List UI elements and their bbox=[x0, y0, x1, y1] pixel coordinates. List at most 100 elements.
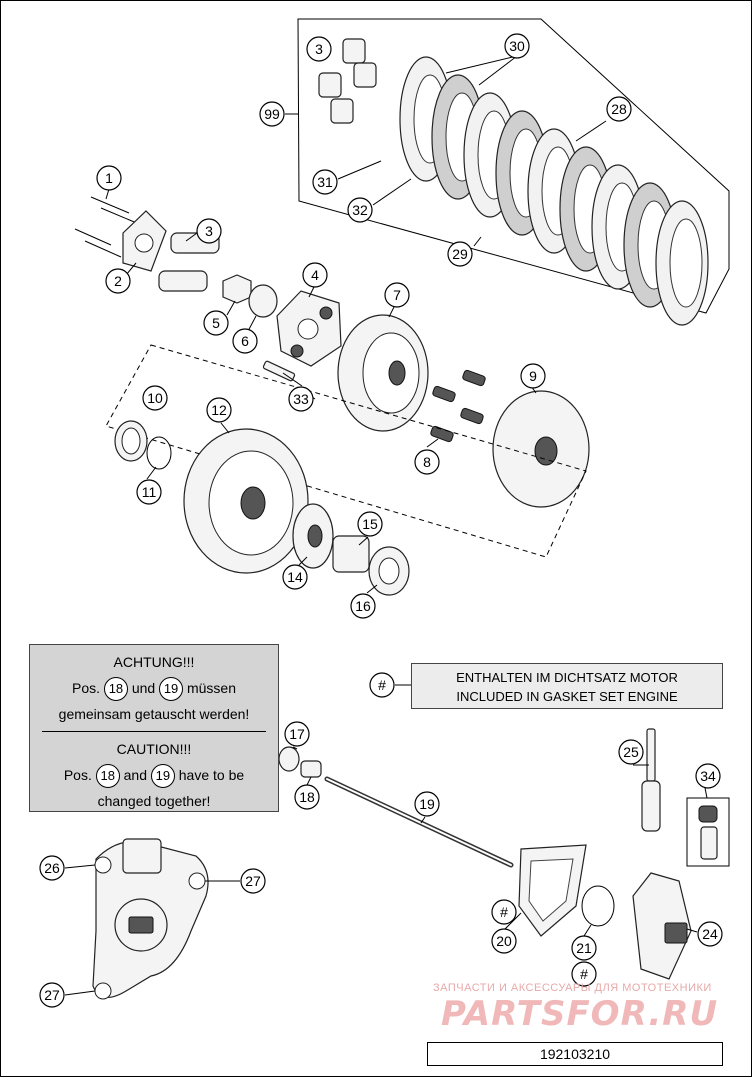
slave-cylinder bbox=[632, 872, 692, 980]
gasket-set-en: INCLUDED IN GASKET SET ENGINE bbox=[456, 689, 678, 704]
seal-ring bbox=[278, 746, 300, 772]
clutch-plate-bore bbox=[669, 218, 703, 308]
svg-text:4: 4 bbox=[311, 267, 319, 283]
callout-12: 12 bbox=[206, 397, 232, 423]
svg-text:14: 14 bbox=[287, 569, 303, 585]
svg-text:16: 16 bbox=[355, 598, 371, 614]
gasket-marker: # bbox=[369, 672, 395, 698]
svg-text:26: 26 bbox=[44, 860, 60, 876]
bolts bbox=[74, 196, 140, 258]
svg-text:15: 15 bbox=[362, 516, 378, 532]
svg-text:10: 10 bbox=[147, 390, 163, 406]
gasket-marker: # bbox=[571, 961, 597, 987]
callout-27: 27 bbox=[240, 868, 266, 894]
damper-springs bbox=[430, 369, 486, 443]
gasket-set-legend: ENTHALTEN IM DICHTSATZ MOTOR INCLUDED IN… bbox=[411, 663, 723, 709]
svg-text:#: # bbox=[580, 966, 588, 982]
svg-text:11: 11 bbox=[142, 484, 157, 500]
clutch-plates bbox=[399, 56, 709, 326]
note-divider bbox=[42, 731, 266, 732]
svg-text:12: 12 bbox=[211, 402, 227, 418]
callout-15: 15 bbox=[357, 511, 383, 537]
callout-7: 7 bbox=[384, 282, 410, 308]
callout-18: 18 bbox=[294, 784, 320, 810]
inner-clutch-hub bbox=[337, 314, 429, 432]
svg-text:#: # bbox=[500, 904, 508, 920]
svg-text:30: 30 bbox=[509, 38, 525, 54]
svg-text:6: 6 bbox=[241, 333, 249, 349]
callout-26: 26 bbox=[39, 855, 65, 881]
callout-28: 28 bbox=[606, 96, 632, 122]
callout-markers: 1 2 3 3 4 5 6 7 8 9 10 11 12 14 15 16 17… bbox=[39, 33, 723, 1008]
svg-text:#: # bbox=[378, 677, 386, 693]
callout-24: 24 bbox=[697, 921, 723, 947]
callout-17: 17 bbox=[284, 721, 310, 747]
callout-30: 30 bbox=[504, 33, 530, 59]
svg-text:20: 20 bbox=[496, 933, 512, 949]
diagram-code: 192103210 bbox=[427, 1042, 723, 1066]
callout-25: 25 bbox=[618, 739, 644, 765]
callout-10: 10 bbox=[142, 385, 168, 411]
svg-text:25: 25 bbox=[623, 744, 639, 760]
svg-text:3: 3 bbox=[205, 223, 213, 239]
note-en-heading: CAUTION!!! bbox=[116, 741, 192, 757]
callout-1: 1 bbox=[96, 165, 122, 191]
leader-lines bbox=[64, 55, 708, 996]
callout-5: 5 bbox=[203, 310, 229, 336]
circlip bbox=[146, 436, 172, 470]
svg-text:32: 32 bbox=[352, 202, 368, 218]
svg-text:3: 3 bbox=[315, 41, 323, 57]
callout-34: 34 bbox=[695, 763, 721, 789]
gasket-marker: # bbox=[491, 899, 517, 925]
note-de-heading: ACHTUNG!!! bbox=[113, 654, 195, 670]
springs-kit bbox=[318, 38, 377, 124]
svg-text:2: 2 bbox=[114, 273, 122, 289]
gasket-set-de: ENTHALTEN IM DICHTSATZ MOTOR bbox=[456, 670, 678, 685]
svg-text:27: 27 bbox=[245, 873, 261, 889]
svg-text:7: 7 bbox=[393, 287, 401, 303]
callout-29: 29 bbox=[447, 241, 473, 267]
outer-clutch-basket bbox=[183, 428, 309, 574]
bleeder-valve bbox=[641, 728, 661, 832]
svg-text:9: 9 bbox=[529, 368, 537, 384]
callout-31: 31 bbox=[312, 169, 338, 195]
callout-14: 14 bbox=[282, 564, 308, 590]
nut bbox=[222, 274, 252, 304]
callout-6: 6 bbox=[232, 328, 258, 354]
callout-3: 3 bbox=[306, 36, 332, 62]
pressure-cap bbox=[276, 290, 342, 367]
callout-16: 16 bbox=[350, 593, 376, 619]
svg-text:21: 21 bbox=[576, 940, 592, 956]
svg-text:8: 8 bbox=[423, 454, 431, 470]
callout-99: 99 bbox=[259, 101, 285, 127]
svg-text:31: 31 bbox=[317, 174, 333, 190]
callout-3: 3 bbox=[196, 218, 222, 244]
spring-retainer-plate bbox=[122, 210, 167, 272]
svg-text:27: 27 bbox=[44, 987, 60, 1003]
clutch-cover bbox=[92, 838, 209, 1000]
svg-text:18: 18 bbox=[299, 789, 315, 805]
bleed-kit-outline bbox=[686, 797, 730, 867]
callout-11: 11 bbox=[136, 479, 162, 505]
svg-text:19: 19 bbox=[419, 796, 435, 812]
svg-text:24: 24 bbox=[702, 926, 718, 942]
note-de-line1: Pos. 18 und 19 müssen bbox=[30, 675, 278, 702]
o-ring bbox=[581, 885, 615, 927]
callout-9: 9 bbox=[520, 363, 546, 389]
pressure-plate bbox=[492, 390, 590, 508]
svg-text:1: 1 bbox=[105, 170, 113, 186]
needle-bearing bbox=[332, 535, 370, 573]
svg-text:17: 17 bbox=[289, 726, 305, 742]
callout-19: 19 bbox=[414, 791, 440, 817]
svg-text:5: 5 bbox=[212, 315, 220, 331]
callout-27: 27 bbox=[39, 982, 65, 1008]
note-en-line2: changed together! bbox=[97, 793, 211, 809]
svg-text:28: 28 bbox=[611, 101, 627, 117]
kit-99-outline bbox=[297, 18, 730, 314]
callout-32: 32 bbox=[347, 197, 373, 223]
svg-text:34: 34 bbox=[700, 768, 716, 784]
callout-20: 20 bbox=[491, 928, 517, 954]
caution-note: ACHTUNG!!! Pos. 18 und 19 müssen gemeins… bbox=[29, 644, 279, 812]
watermark-tagline: ЗАПЧАСТИ И АКСЕССУАРЫ ДЛЯ МОТОТЕХНИКИ bbox=[433, 982, 712, 994]
